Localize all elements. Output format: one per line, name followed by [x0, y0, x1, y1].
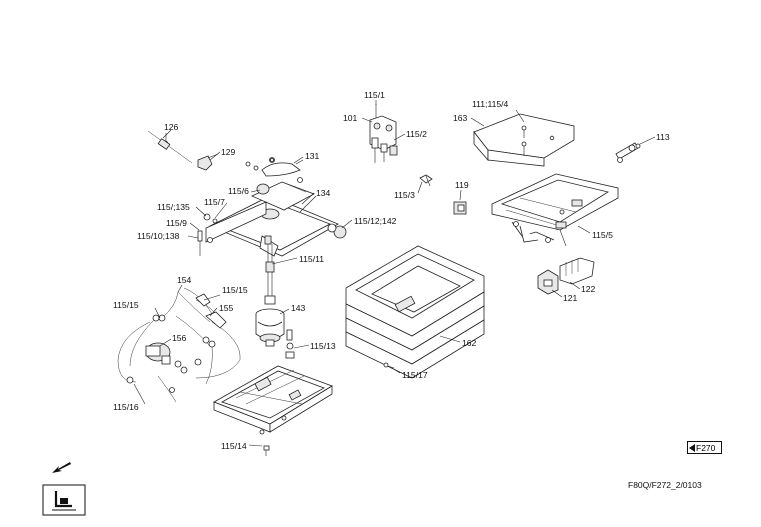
seat-symbol-icon	[42, 484, 86, 516]
arrow-down-left-icon	[52, 462, 71, 473]
label-121: 121	[563, 293, 578, 303]
label-115-6: 115/6	[228, 186, 249, 196]
loose-fasteners	[263, 158, 395, 456]
label-115-3: 115/3	[394, 190, 415, 200]
label-122: 122	[581, 284, 596, 294]
label-113: 113	[656, 132, 670, 142]
label-134: 134	[316, 188, 331, 198]
label-126: 126	[164, 122, 179, 132]
part-115-6-7-fasteners	[197, 213, 218, 256]
label-115-9: 115/9	[166, 218, 187, 228]
label-115-13: 115/13	[310, 341, 336, 351]
part-129-clip	[197, 153, 219, 171]
label-154: 154	[177, 275, 192, 285]
callout-labels: 126 129 131 115/1 101 115/2 115/3 111;11…	[113, 90, 670, 451]
leader-lines	[133, 100, 656, 447]
label-115-11: 115/11	[299, 254, 324, 264]
label-155: 155	[219, 303, 234, 313]
label-115-12-142: 115/12;142	[354, 216, 397, 226]
part-base-frame	[213, 365, 333, 435]
part-163-pad	[473, 113, 575, 167]
part-101-valve	[369, 104, 433, 187]
part-115-13-bolt	[285, 329, 295, 359]
part-119-switch	[453, 201, 467, 215]
label-115-15-left: 115/15	[113, 300, 139, 310]
label-111-115-4: 111;115/4	[472, 99, 509, 109]
prev-page-label: F270	[696, 443, 716, 453]
part-134-upper-frame	[205, 181, 347, 257]
part-113-stud	[615, 142, 641, 163]
document-id: F80Q/F272_2/0103	[628, 480, 702, 490]
label-101: 101	[343, 113, 358, 123]
label-115-10-138: 115/10;138	[137, 231, 180, 241]
label-131: 131	[305, 151, 320, 161]
label-115-16: 115/16	[113, 402, 139, 412]
label-115-7: 115/7	[204, 197, 225, 207]
part-154-155-156-harness	[117, 287, 241, 403]
label-156: 156	[172, 333, 187, 343]
part-126-cable	[147, 130, 193, 164]
label-115-135: 115/;135	[157, 202, 190, 212]
label-115-15-right: 115/15	[222, 285, 248, 295]
label-115-14: 115/14	[221, 441, 247, 451]
label-129: 129	[221, 147, 236, 157]
part-162-bellows	[345, 245, 485, 379]
label-162: 162	[462, 338, 477, 348]
part-121-122-control	[537, 257, 595, 295]
label-115-1: 115/1	[364, 90, 385, 100]
arrow-left-icon	[689, 444, 695, 452]
prev-page-link[interactable]: F270	[687, 441, 722, 454]
label-119: 119	[455, 180, 469, 190]
label-115-2: 115/2	[406, 129, 427, 139]
label-163: 163	[453, 113, 468, 123]
part-143-air-spring	[255, 308, 285, 347]
label-115-5: 115/5	[592, 230, 613, 240]
label-143: 143	[291, 303, 306, 313]
part-115-5-slide-frame	[491, 173, 619, 247]
part-131-lever	[245, 157, 304, 183]
part-strut	[264, 244, 276, 305]
label-115-17: 115/17	[402, 370, 428, 380]
